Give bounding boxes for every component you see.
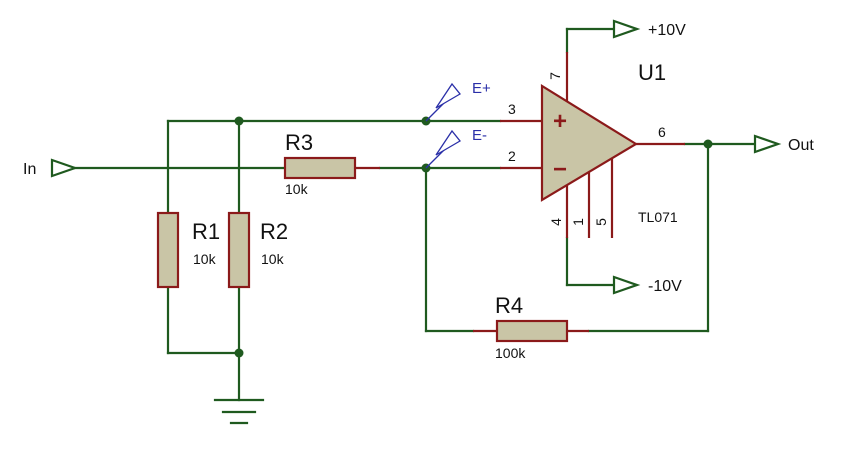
r2-ref-label: R2 xyxy=(260,219,288,244)
ground-icon xyxy=(213,398,265,425)
resistor-r2[interactable] xyxy=(227,211,251,289)
resistor-r1[interactable] xyxy=(156,211,180,289)
vneg-label: -10V xyxy=(648,278,682,295)
wires xyxy=(73,27,757,402)
r3-value-label: 10k xyxy=(285,181,309,197)
junction-dot xyxy=(234,116,244,126)
pin-label-4: 4 xyxy=(548,218,564,226)
probe-negative-icon[interactable] xyxy=(425,129,461,169)
r3-ref-label: R3 xyxy=(285,130,313,155)
vpos-port-icon[interactable] xyxy=(612,19,641,39)
r4-ref-label: R4 xyxy=(495,293,523,318)
pin-label-6: 6 xyxy=(658,124,666,140)
probe-positive-icon[interactable] xyxy=(425,82,461,122)
input-port-icon[interactable] xyxy=(50,158,79,178)
r2-value-label: 10k xyxy=(261,251,285,267)
output-port-label: Out xyxy=(788,137,814,154)
vneg-port-icon[interactable] xyxy=(612,275,641,295)
r1-ref-label: R1 xyxy=(192,219,220,244)
opamp-ref-label: U1 xyxy=(638,60,666,85)
opamp-plus-sign: + xyxy=(553,108,567,135)
resistor-r4[interactable] xyxy=(495,319,569,343)
pin-label-3: 3 xyxy=(508,101,516,117)
vpos-label: +10V xyxy=(648,22,686,39)
junction-dot xyxy=(234,348,244,358)
opamp-part-label: TL071 xyxy=(638,209,678,225)
opamp-pins xyxy=(500,52,685,238)
output-port-icon[interactable] xyxy=(753,134,782,154)
pin-label-7: 7 xyxy=(547,72,563,80)
probe-negative-label: E- xyxy=(472,127,487,144)
r1-value-label: 10k xyxy=(193,251,217,267)
probe-positive-label: E+ xyxy=(472,80,491,97)
junction-dot xyxy=(703,139,713,149)
input-port-label: In xyxy=(23,161,36,178)
resistor-r3[interactable] xyxy=(283,156,357,180)
pin-label-5: 5 xyxy=(593,218,609,226)
opamp-body[interactable] xyxy=(540,84,639,202)
opamp-minus-sign: − xyxy=(553,156,567,183)
r4-value-label: 100k xyxy=(495,345,526,361)
pin-label-1: 1 xyxy=(570,218,586,226)
pin-label-2: 2 xyxy=(508,148,516,164)
